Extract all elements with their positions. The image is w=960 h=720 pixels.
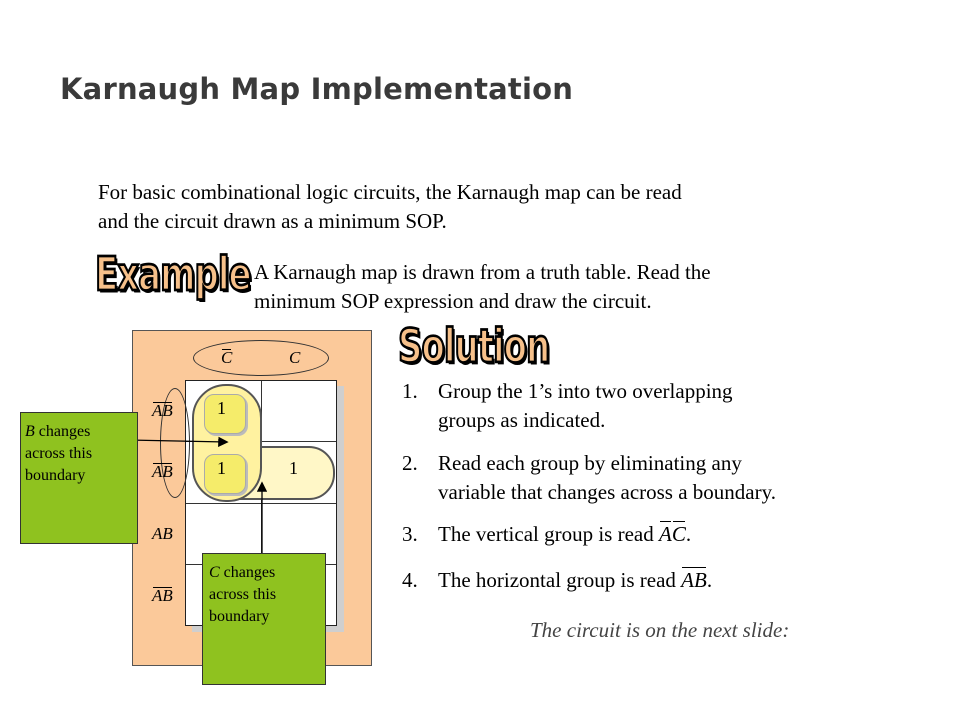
col-label-cbar: C xyxy=(221,348,233,367)
cell-one: 1 xyxy=(217,398,226,418)
slide-title: Karnaugh Map Implementation xyxy=(60,72,574,106)
row-group-ellipse xyxy=(160,388,190,498)
arrow-b-boundary xyxy=(127,436,229,448)
solution-step-1: 1.Group the 1’s into two overlapping gro… xyxy=(402,379,733,432)
row-label-a-bbar: AB xyxy=(152,586,173,605)
cell-highlight xyxy=(204,454,246,494)
col-label-c: C xyxy=(289,348,301,367)
b-boundary-note: B changes across this boundary xyxy=(20,412,138,544)
solution-step-2: 2.Read each group by eliminating any var… xyxy=(402,451,776,504)
c-boundary-note: C changes across this boundary xyxy=(202,553,326,685)
example-line-2: minimum SOP expression and draw the circ… xyxy=(254,289,652,313)
column-header-ellipse xyxy=(193,340,329,376)
example-badge: Example xyxy=(94,247,253,304)
cell-one: 1 xyxy=(217,458,226,478)
grid-divider xyxy=(186,503,336,504)
example-line-1: A Karnaugh map is drawn from a truth tab… xyxy=(254,260,711,284)
solution-badge: Solution xyxy=(397,319,551,376)
example-paragraph: A Karnaugh map is drawn from a truth tab… xyxy=(254,258,854,316)
row-label-abar-b: AB xyxy=(152,462,173,481)
cell-one: 1 xyxy=(289,458,298,478)
intro-line-2: and the circuit drawn as a minimum SOP. xyxy=(98,209,447,233)
solution-step-3: 3.The vertical group is read AC. xyxy=(402,520,691,549)
intro-paragraph: For basic combinational logic circuits, … xyxy=(98,178,858,236)
row-label-abbar-bbar: AB xyxy=(152,401,173,420)
solution-step-4: 4.The horizontal group is read AB. xyxy=(402,566,712,595)
cell-highlight xyxy=(204,394,246,434)
intro-line-1: For basic combinational logic circuits, … xyxy=(98,180,682,204)
next-slide-note: The circuit is on the next slide: xyxy=(530,618,790,642)
row-label-ab: AB xyxy=(152,524,173,543)
